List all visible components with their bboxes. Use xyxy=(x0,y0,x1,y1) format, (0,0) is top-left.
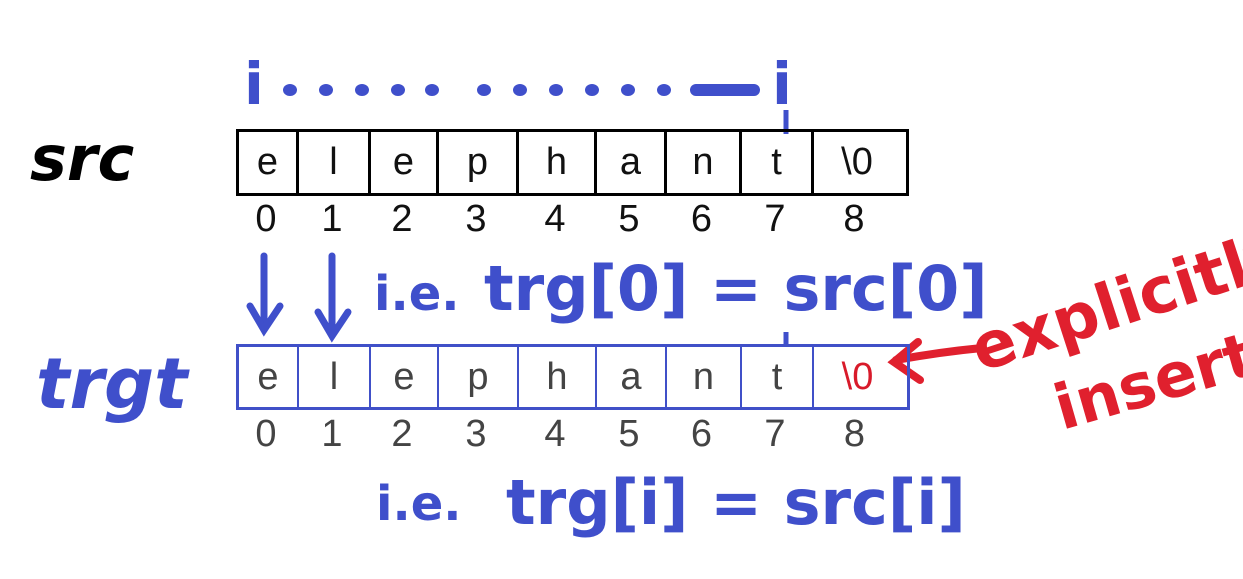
ie-bottom: i.e. xyxy=(376,476,461,532)
trg-index-8: 8 xyxy=(843,413,866,455)
trg-index-0: 0 xyxy=(255,413,277,455)
src-cell-7: t xyxy=(742,132,814,193)
src-cell-2: e xyxy=(371,132,439,193)
src-cell-3: p xyxy=(439,132,519,193)
trg-cell-5: a xyxy=(597,347,667,407)
src-index-6: 6 xyxy=(690,198,713,240)
trg-index-6: 6 xyxy=(690,413,713,455)
trg-index-4: 4 xyxy=(544,413,566,455)
trg-index-2: 2 xyxy=(391,413,413,455)
trg-cell-2: e xyxy=(371,347,439,407)
i-range-dots xyxy=(283,84,760,96)
src-indices: 0 1 2 3 4 5 6 7 8 xyxy=(236,198,897,241)
src-cell-5: a xyxy=(597,132,667,193)
i-start-label: i xyxy=(244,50,264,118)
red-arrow xyxy=(887,338,986,384)
equation-bottom: trg[i] = src[i] xyxy=(506,466,966,539)
trg-index-3: 3 xyxy=(465,413,487,455)
src-index-2: 2 xyxy=(391,198,413,240)
trg-index-5: 5 xyxy=(618,413,640,455)
trg-indices: 0 1 2 3 4 5 6 7 8 xyxy=(236,413,898,456)
trg-cell-3: p xyxy=(439,347,519,407)
src-cell-6: n xyxy=(667,132,742,193)
src-index-7: 7 xyxy=(764,198,786,240)
i-end-label: i xyxy=(772,50,792,118)
src-cell-8: \0 xyxy=(841,141,873,183)
equation-top: trg[0] = src[0] xyxy=(484,252,988,325)
src-index-3: 3 xyxy=(465,198,487,240)
src-cell-1: l xyxy=(299,132,371,193)
trg-index-1: 1 xyxy=(321,413,343,455)
src-index-4: 4 xyxy=(544,198,566,240)
src-array: e l e p h a n t \0 xyxy=(236,129,909,196)
src-index-1: 1 xyxy=(321,198,343,240)
trg-index-7: 7 xyxy=(764,413,786,455)
src-index-5: 5 xyxy=(618,198,640,240)
src-cell-0: e xyxy=(239,132,299,193)
trg-cell-1: l xyxy=(299,347,371,407)
ie-top: i.e. xyxy=(374,266,459,322)
src-index-0: 0 xyxy=(255,198,277,240)
trg-cell-7: t xyxy=(742,347,814,407)
trg-cell-6: n xyxy=(667,347,742,407)
src-label: src xyxy=(30,122,134,195)
trg-array: e l e p h a n t \0 xyxy=(236,344,910,410)
trg-cell-0: e xyxy=(239,347,299,407)
trgt-label: trgt xyxy=(36,343,190,425)
src-cell-4: h xyxy=(519,132,597,193)
copy-arrow-1 xyxy=(314,252,352,343)
src-index-8: 8 xyxy=(843,198,865,240)
copy-arrow-0 xyxy=(246,252,284,337)
trg-cell-8-null-terminator: \0 xyxy=(841,355,874,398)
trg-cell-4: h xyxy=(519,347,597,407)
